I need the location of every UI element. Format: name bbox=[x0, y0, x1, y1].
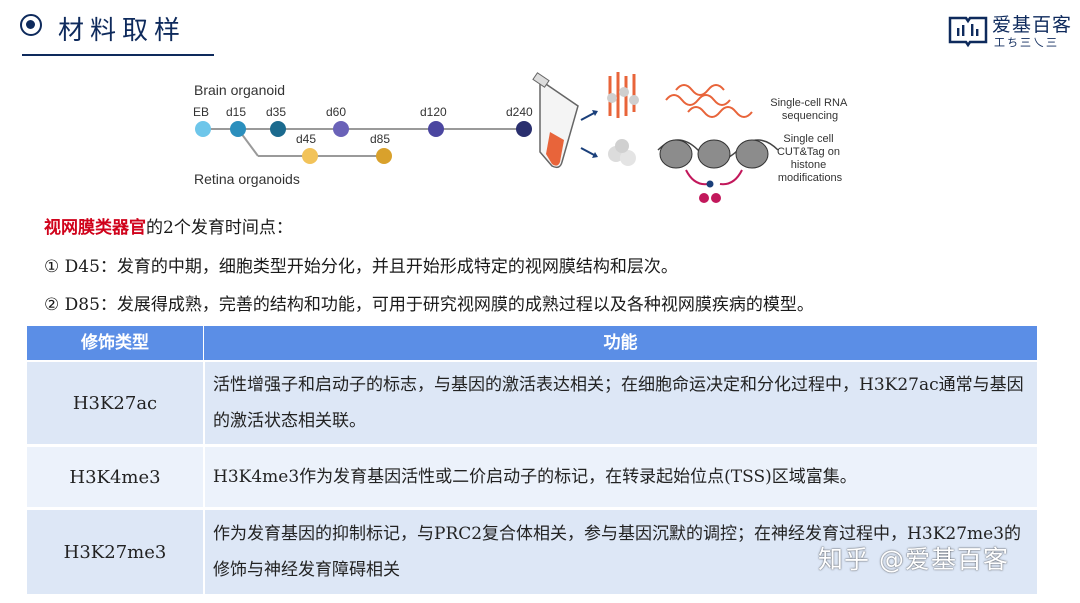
radio-bullet-icon bbox=[20, 14, 42, 36]
timepoint-dot-d15 bbox=[230, 121, 246, 137]
header-cell-type: 修饰类型 bbox=[81, 333, 149, 353]
arrow-up-icon bbox=[580, 111, 597, 121]
timepoint-label-d45: d45 bbox=[296, 132, 316, 146]
organoid-timeline-figure: Brain organoid Retina organoids EB d15 d… bbox=[193, 72, 849, 203]
cell-modification-type: H3K27me3 bbox=[63, 541, 167, 563]
point-d45: ① D45：发育的中期，细胞类型开始分化，并且开始形成特定的视网膜结构和层次。 bbox=[44, 257, 678, 277]
slide-title: 材料取样 bbox=[58, 16, 187, 46]
watermark: 知乎 @爱基百客 bbox=[818, 545, 1009, 574]
rna-waves-icon bbox=[665, 84, 753, 118]
histone-modification-table: 修饰类型 功能 H3K27ac 活性增强子和启动子的标志，与基因的激活表达相关；… bbox=[27, 326, 1037, 594]
intro-rest: 的2个发育时间点： bbox=[146, 218, 293, 238]
retina-organoids-label: Retina organoids bbox=[194, 171, 300, 187]
table-row: H3K27ac 活性增强子和启动子的标志，与基因的激活表达相关；在细胞命运决定和… bbox=[27, 362, 1037, 444]
header-cell-function: 功能 bbox=[203, 326, 1037, 360]
sample-tube-icon bbox=[532, 72, 579, 169]
nucleosome-icon bbox=[657, 139, 779, 203]
timepoint-dot-d35 bbox=[270, 121, 286, 137]
timepoint-dot-d45 bbox=[302, 148, 318, 164]
brain-organoid-label: Brain organoid bbox=[194, 82, 285, 98]
timepoint-dot-d120 bbox=[428, 121, 444, 137]
timepoint-dot-d240 bbox=[516, 121, 532, 137]
timepoint-label-d240: d240 bbox=[506, 105, 533, 119]
logo-text: 爱基百客 bbox=[992, 14, 1073, 36]
timepoint-label-d85: d85 bbox=[370, 132, 390, 146]
timepoint-label-d15: d15 bbox=[226, 105, 246, 119]
book-logo-icon bbox=[948, 16, 988, 48]
cell-function: 活性增强子和启动子的标志，与基因的激活表达相关；在细胞命运决定和分化过程中，H3… bbox=[213, 375, 1024, 431]
table-row: H3K4me3 H3K4me3作为发育基因活性或二价启动子的标记，在转录起始位点… bbox=[27, 447, 1037, 507]
logo-subtext: 工ち三乀三 bbox=[994, 36, 1059, 49]
method-cuttag-label: Single cell CUT&Tag on histone modificat… bbox=[777, 133, 843, 184]
timepoint-dot-eb bbox=[195, 121, 211, 137]
timepoint-label-d120: d120 bbox=[420, 105, 447, 119]
slide-header: 材料取样 爱基百客 工ち三乀三 bbox=[0, 0, 1080, 60]
arrow-down-icon bbox=[580, 147, 597, 157]
timepoint-label-d60: d60 bbox=[326, 105, 346, 119]
timepoint-label-d35: d35 bbox=[266, 105, 286, 119]
intro-highlight: 视网膜类器官 bbox=[44, 218, 146, 238]
timepoint-label-eb: EB bbox=[193, 105, 209, 119]
single-cells-icon bbox=[607, 72, 639, 166]
cell-function: 作为发育基因的抑制标记，与PRC2复合体相关，参与基因沉默的调控；在神经发育过程… bbox=[213, 524, 1022, 580]
point-d85: ② D85：发展得成熟，完善的结构和功能，可用于研究视网膜的成熟过程以及各种视网… bbox=[44, 295, 814, 315]
cell-modification-type: H3K27ac bbox=[72, 392, 158, 414]
table-header: 修饰类型 功能 bbox=[27, 326, 1037, 360]
timepoint-dot-d60 bbox=[333, 121, 349, 137]
timepoint-dot-d85 bbox=[376, 148, 392, 164]
title-underline bbox=[22, 54, 214, 56]
cell-modification-type: H3K4me3 bbox=[69, 466, 161, 488]
intro-sentence: 视网膜类器官的2个发育时间点： bbox=[44, 213, 293, 238]
company-logo: 爱基百客 工ち三乀三 bbox=[948, 10, 1071, 50]
table-row: H3K27me3 作为发育基因的抑制标记，与PRC2复合体相关，参与基因沉默的调… bbox=[27, 510, 1037, 594]
cell-function: H3K4me3作为发育基因活性或二价启动子的标记，在转录起始位点(TSS)区域富… bbox=[213, 467, 857, 487]
method-scrna-label: Single-cell RNA sequencing bbox=[770, 97, 849, 122]
